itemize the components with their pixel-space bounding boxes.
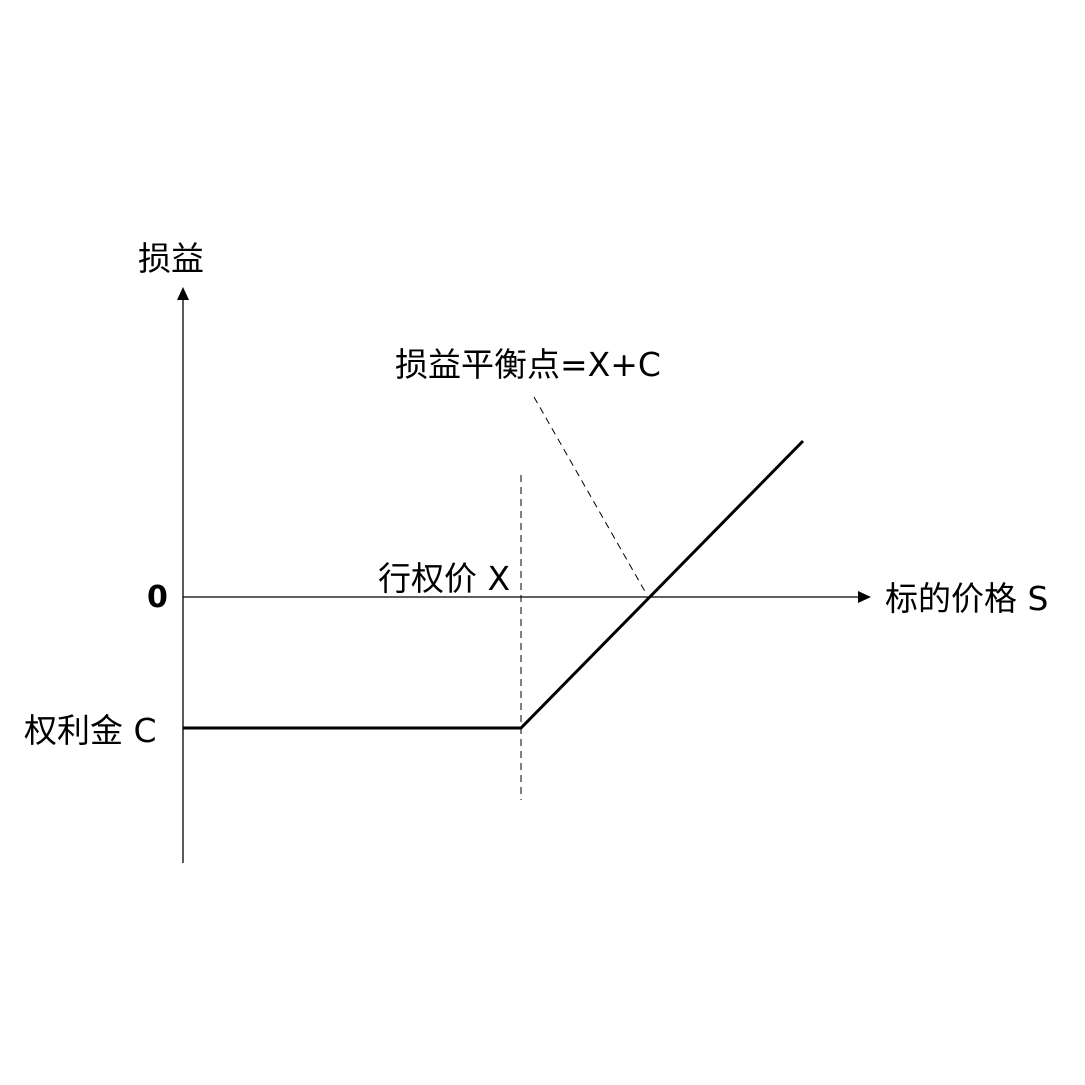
payoff-line — [183, 439, 805, 730]
y-axis-label: 损益 — [138, 239, 204, 278]
x-axis-arrow — [858, 591, 871, 603]
zero-label: 0 — [147, 580, 168, 615]
x-axis-label: 标的价格 S — [885, 579, 1048, 618]
y-axis-arrow — [177, 287, 189, 300]
premium-label: 权利金 C — [24, 711, 157, 750]
breakeven-label: 损益平衡点=X+C — [395, 345, 661, 384]
breakeven-pointer-line — [533, 396, 648, 596]
strike-label: 行权价 X — [378, 559, 510, 598]
